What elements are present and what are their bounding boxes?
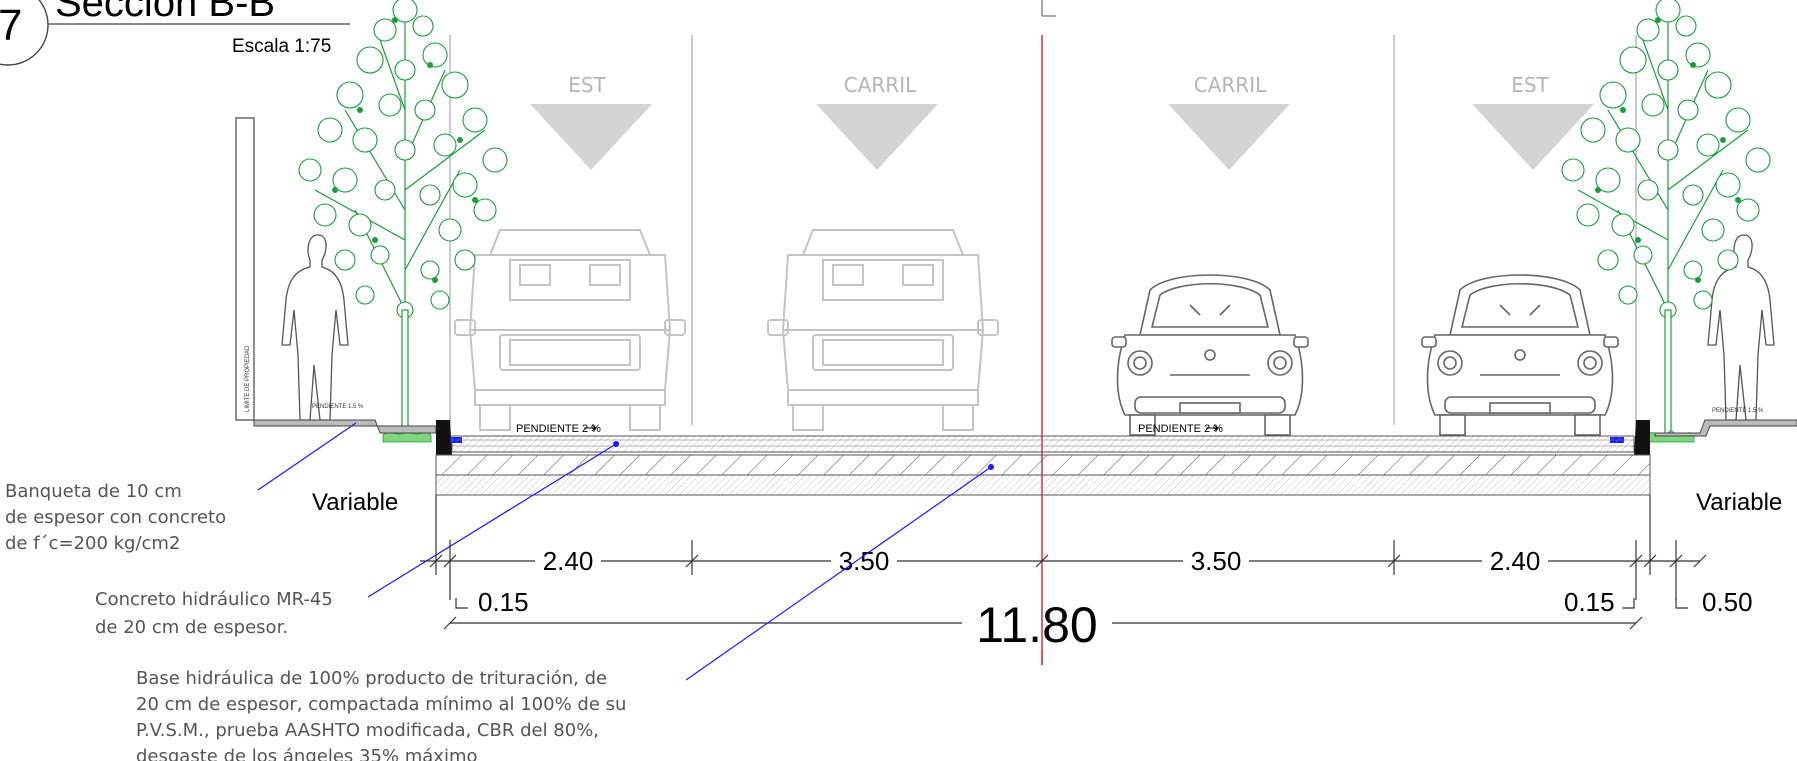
note-sidewalk-line: Banqueta de 10 cm xyxy=(5,481,182,502)
note-base-line: desgaste de los ángeles 35% máximo xyxy=(136,746,478,761)
subbase-layer xyxy=(435,474,1651,496)
leader-lines xyxy=(257,422,992,681)
dim-curb-left: 0.15 xyxy=(478,587,529,617)
ghost-car-icon xyxy=(454,229,686,431)
note-base-line: P.V.S.M., prueba AASHTO modificada, CBR … xyxy=(136,720,599,741)
road-slope-right: PENDIENTE 2 % xyxy=(1138,423,1223,435)
note-base-line: Base hidráulica de 100% producto de trit… xyxy=(136,668,607,689)
concrete-slab xyxy=(451,435,1635,453)
dim-curb-right: 0.15 xyxy=(1564,587,1615,617)
lane-label-carril-left: CARRIL xyxy=(844,73,917,97)
lane-label-carril-right: CARRIL xyxy=(1194,73,1267,97)
dim-sidewalk-right: 0.50 xyxy=(1702,587,1753,617)
dim-total: 11.80 xyxy=(976,597,1097,653)
dim-lane-left: 3.50 xyxy=(839,546,890,576)
base-layer xyxy=(435,454,1651,476)
lane-markers: EST CARRIL CARRIL EST xyxy=(530,73,1594,170)
note-base-line: 20 cm de espesor, compactada mínimo al 1… xyxy=(136,694,626,715)
note-concrete-line: Concreto hidráulico MR-45 xyxy=(95,589,333,610)
property-limit-post xyxy=(235,117,255,421)
sidewalk-slope-right: PENDIENTE 1.5 % xyxy=(1712,408,1764,414)
dim-est-left: 2.40 xyxy=(543,546,594,576)
property-limit-label: LIMITE DE PROPIEDAD xyxy=(245,345,251,412)
scale-label: Escala 1:75 xyxy=(232,36,331,57)
lane-triangle xyxy=(1472,104,1594,170)
dimension-labels: 2.40 3.50 3.50 2.40 0.15 0.15 0.50 11.80 xyxy=(478,546,1753,653)
lane-triangle xyxy=(530,104,652,170)
beetle-car-icon xyxy=(1421,274,1619,436)
road-slope-left: PENDIENTE 2 % xyxy=(516,423,601,435)
section-number-circle xyxy=(0,0,49,66)
note-sidewalk-line: de espesor con concreto xyxy=(5,507,226,528)
variable-left-label: Variable xyxy=(312,489,398,516)
lane-triangle xyxy=(1168,104,1290,170)
sidewalk-right xyxy=(1654,419,1797,437)
note-concrete-line: de 20 cm de espesor. xyxy=(95,617,288,638)
pavement-layers xyxy=(435,435,1651,496)
notes: Banqueta de 10 cm de espesor con concret… xyxy=(5,481,626,761)
ghost-car-icon xyxy=(767,229,999,431)
lane-triangle xyxy=(816,104,938,170)
beetle-car-icon xyxy=(1111,274,1309,436)
dim-est-right: 2.40 xyxy=(1490,546,1541,576)
lane-label-est-left: EST xyxy=(568,73,606,97)
note-sidewalk-line: de f´c=200 kg/cm2 xyxy=(5,533,180,554)
sidewalk-slope-left: PENDIENTE 1.5 % xyxy=(312,404,364,410)
curb-left xyxy=(436,420,452,455)
lane-label-est-right: EST xyxy=(1511,73,1549,97)
header: 7 Sección B-B Escala 1:75 xyxy=(0,0,350,66)
curb-right xyxy=(1634,420,1650,455)
dim-lane-right: 3.50 xyxy=(1191,546,1242,576)
section-number: 7 xyxy=(0,1,22,50)
variable-right-label: Variable xyxy=(1696,489,1782,516)
section-title: Sección B-B xyxy=(55,0,275,25)
